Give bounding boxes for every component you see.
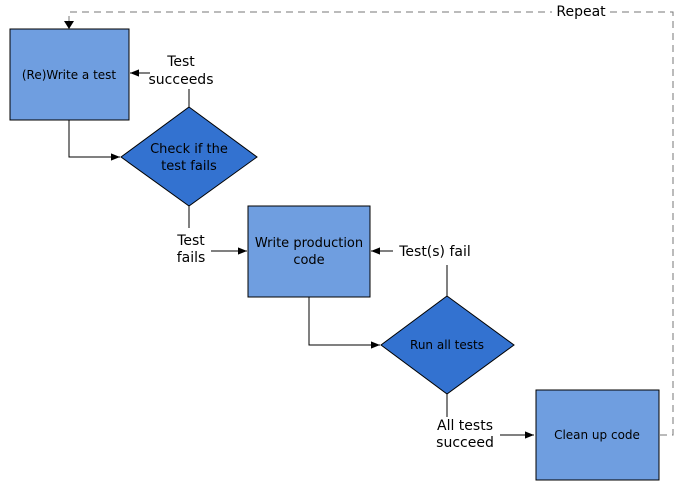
check-fails-label-line1: Check if the [150, 142, 228, 157]
test-fails-label-line1: Test [176, 233, 205, 249]
repeat-loop-line [68, 11, 674, 436]
write-code-label-line1: Write production [255, 236, 363, 251]
test-fails-label-line2: fails [177, 250, 206, 266]
clean-up-label: Clean up code [554, 428, 640, 442]
edge-test-fails [188, 206, 247, 251]
test-succeeds-label-line1: Test [166, 54, 195, 70]
edge-write-to-check [68, 120, 120, 161]
write-test-label: (Re)Write a test [22, 68, 117, 82]
tests-fail-label: Test(s) fail [398, 244, 471, 260]
all-succeed-label-line2: succeed [436, 435, 494, 451]
repeat-label: Repeat [556, 4, 606, 20]
edge-test-succeeds [130, 73, 190, 107]
write-code-label-line2: code [293, 253, 324, 268]
edge-code-to-run [308, 297, 380, 349]
repeat-label-bg [552, 3, 610, 20]
test-succeeds-label-line2: succeeds [149, 72, 214, 88]
run-tests-label: Run all tests [410, 338, 484, 352]
edge-tests-fail [371, 251, 448, 296]
all-succeed-label-line1: All tests [437, 418, 493, 434]
repeat-arrowhead [64, 21, 74, 29]
edge-all-succeed [446, 394, 534, 435]
clean-up-box [535, 389, 660, 481]
check-fails-label-line2: test fails [161, 159, 217, 174]
write-test-box [9, 28, 130, 121]
write-code-box [247, 205, 371, 298]
